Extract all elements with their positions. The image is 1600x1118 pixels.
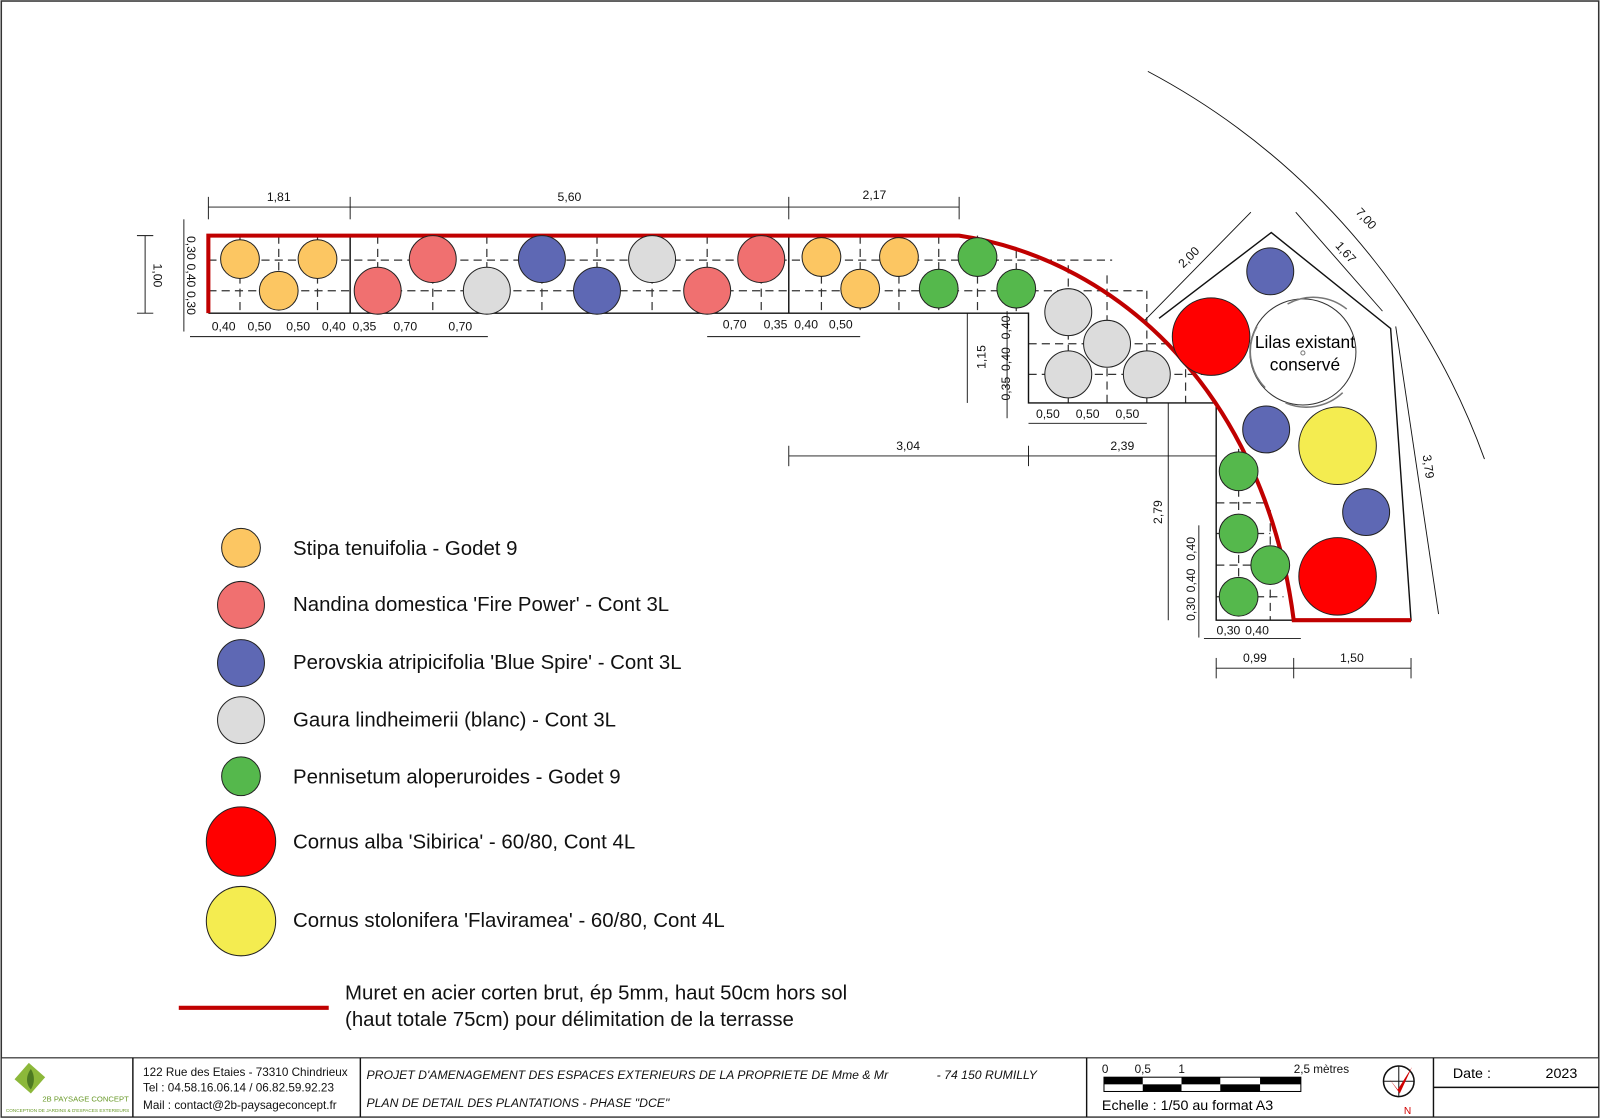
nandina-plants xyxy=(353,235,786,315)
company-address: 122 Rue des Etaies - 73310 Chindrieux xyxy=(143,1066,348,1079)
legend-item-perovskia: Perovskia atripicifolia 'Blue Spire' - C… xyxy=(217,639,682,688)
svg-text:Cornus stolonifera 'Flaviramea: Cornus stolonifera 'Flaviramea' - 60/80,… xyxy=(293,910,725,932)
dim-label: 0,35 xyxy=(764,317,788,331)
corten-wall xyxy=(206,233,1412,623)
svg-text:1: 1 xyxy=(1178,1063,1185,1076)
dim-label: 0,70 xyxy=(723,317,747,331)
lilac-label: Lilas existant xyxy=(1255,332,1355,352)
legend: Stipa tenuifolia - Godet 9 Nandina domes… xyxy=(178,527,847,1031)
dim-label: 2,79 xyxy=(1151,500,1165,524)
dim-label: 1,50 xyxy=(1340,651,1364,665)
svg-text:Pennisetum aloperuroides - God: Pennisetum aloperuroides - Godet 9 xyxy=(293,766,621,788)
dim-label: 0,70 xyxy=(448,320,472,334)
scale-bar: 0 0,5 1 2,5 mètres Echelle : 1/50 au for… xyxy=(1102,1063,1349,1114)
svg-text:N: N xyxy=(1404,1106,1411,1117)
svg-text:Nandina domestica 'Fire Power': Nandina domestica 'Fire Power' - Cont 3L xyxy=(293,594,669,616)
dim-label: 0,40 xyxy=(999,315,1013,339)
dim-label: 0,50 xyxy=(1116,407,1140,421)
dim-label: 5,60 xyxy=(558,190,582,204)
cornus-alba-plants xyxy=(1171,297,1377,616)
dim-label: 2,39 xyxy=(1110,439,1134,453)
dim-label: 0,35 xyxy=(999,377,1013,401)
company-mail: Mail : contact@2b-paysageconcept.fr xyxy=(143,1099,337,1112)
svg-text:2B PAYSAGE CONCEPT: 2B PAYSAGE CONCEPT xyxy=(42,1095,129,1104)
cornus-stolonifera-plants xyxy=(1298,406,1377,486)
dim-label: 0,40 xyxy=(999,347,1013,371)
perovskia-plants xyxy=(517,235,1391,537)
dim-label: 0,30 xyxy=(1217,623,1241,637)
company-logo: 2B PAYSAGE CONCEPT CONCEPTION DE JARDINS… xyxy=(6,1062,130,1113)
svg-text:Stipa tenuifolia - Godet 9: Stipa tenuifolia - Godet 9 xyxy=(293,538,517,560)
north-arrow-icon: N xyxy=(1382,1065,1415,1117)
dim-label: 0,40 xyxy=(184,264,198,288)
dim-label: 0,40 xyxy=(322,320,346,334)
dim-label: 0,50 xyxy=(829,317,853,331)
dim-label: 0,70 xyxy=(393,320,417,334)
legend-item-cornus-stolonifera: Cornus stolonifera 'Flaviramea' - 60/80,… xyxy=(205,885,725,957)
dim-label: 1,15 xyxy=(975,345,989,369)
svg-text:0: 0 xyxy=(1102,1063,1109,1076)
svg-text:Cornus alba 'Sibirica' - 60/80: Cornus alba 'Sibirica' - 60/80, Cont 4L xyxy=(293,832,635,854)
legend-item-gaura: Gaura lindheimerii (blanc) - Cont 3L xyxy=(217,696,616,745)
svg-text:Gaura lindheimerii (blanc) - C: Gaura lindheimerii (blanc) - Cont 3L xyxy=(293,709,616,731)
dim-label: 0,30 xyxy=(184,236,198,260)
dim-label: 0,30 xyxy=(1184,597,1198,621)
stipa-plants xyxy=(220,237,919,311)
pennisetum-plants xyxy=(918,237,1291,617)
bed-outline xyxy=(208,231,1412,621)
dim-label: 0,40 xyxy=(212,320,236,334)
dim-label: 3,04 xyxy=(896,439,920,453)
dimension-lines xyxy=(136,70,1485,679)
dim-label: 0,30 xyxy=(184,291,198,315)
dim-label: 0,40 xyxy=(1184,537,1198,561)
date-label: Date : xyxy=(1453,1066,1491,1082)
svg-text:CONCEPTION DE JARDINS & D'ESPA: CONCEPTION DE JARDINS & D'ESPACES EXTERI… xyxy=(6,1108,130,1113)
legend-item-nandina: Nandina domestica 'Fire Power' - Cont 3L xyxy=(217,580,669,629)
dim-label: 0,40 xyxy=(794,317,818,331)
project-title: PROJET D'AMENAGEMENT DES ESPACES EXTERIE… xyxy=(366,1068,889,1082)
gaura-plants xyxy=(462,235,1171,399)
dim-label: 3,79 xyxy=(1420,454,1437,480)
svg-text:Perovskia atripicifolia 'Blue: Perovskia atripicifolia 'Blue Spire' - C… xyxy=(293,652,682,674)
legend-item-stipa: Stipa tenuifolia - Godet 9 xyxy=(221,527,517,568)
dim-label: 0,40 xyxy=(1184,568,1198,592)
dim-label: 0,35 xyxy=(353,320,377,334)
svg-text:(haut totale 75cm) pour délimi: (haut totale 75cm) pour délimitation de … xyxy=(345,1009,794,1031)
svg-text:Muret en acier corten brut, ép: Muret en acier corten brut, ép 5mm, haut… xyxy=(345,983,847,1005)
existing-lilac: Lilas existant conservé xyxy=(1249,296,1357,408)
svg-text:2,5 mètres: 2,5 mètres xyxy=(1294,1063,1350,1076)
dim-label: 1,81 xyxy=(267,190,291,204)
dim-label: 0,99 xyxy=(1243,651,1267,665)
dim-label: 0,50 xyxy=(1076,407,1100,421)
svg-text:0,5: 0,5 xyxy=(1135,1063,1152,1076)
dim-label: 1,00 xyxy=(150,264,164,288)
legend-item-wall: Muret en acier corten brut, ép 5mm, haut… xyxy=(178,983,847,1031)
legend-item-pennisetum: Pennisetum aloperuroides - Godet 9 xyxy=(221,756,621,797)
title-block: 2B PAYSAGE CONCEPT CONCEPTION DE JARDINS… xyxy=(0,1057,1600,1118)
project-location: - 74 150 RUMILLY xyxy=(937,1068,1038,1082)
plants xyxy=(220,235,1391,617)
lilac-label: conservé xyxy=(1270,354,1340,374)
dim-label: 2,17 xyxy=(863,188,887,202)
plan-title: PLAN DE DETAIL DES PLANTATIONS - PHASE "… xyxy=(366,1096,669,1110)
dim-label: 0,50 xyxy=(1036,407,1060,421)
dim-label: 0,40 xyxy=(1245,623,1269,637)
dim-label: 0,50 xyxy=(247,320,271,334)
date-value: 2023 xyxy=(1546,1066,1578,1082)
dim-label: 0,50 xyxy=(286,320,310,334)
scale-text: Echelle : 1/50 au format A3 xyxy=(1102,1098,1273,1114)
legend-item-cornus-alba: Cornus alba 'Sibirica' - 60/80, Cont 4L xyxy=(205,806,635,877)
company-phone: Tel : 04.58.16.06.14 / 06.82.59.92.23 xyxy=(143,1081,334,1094)
